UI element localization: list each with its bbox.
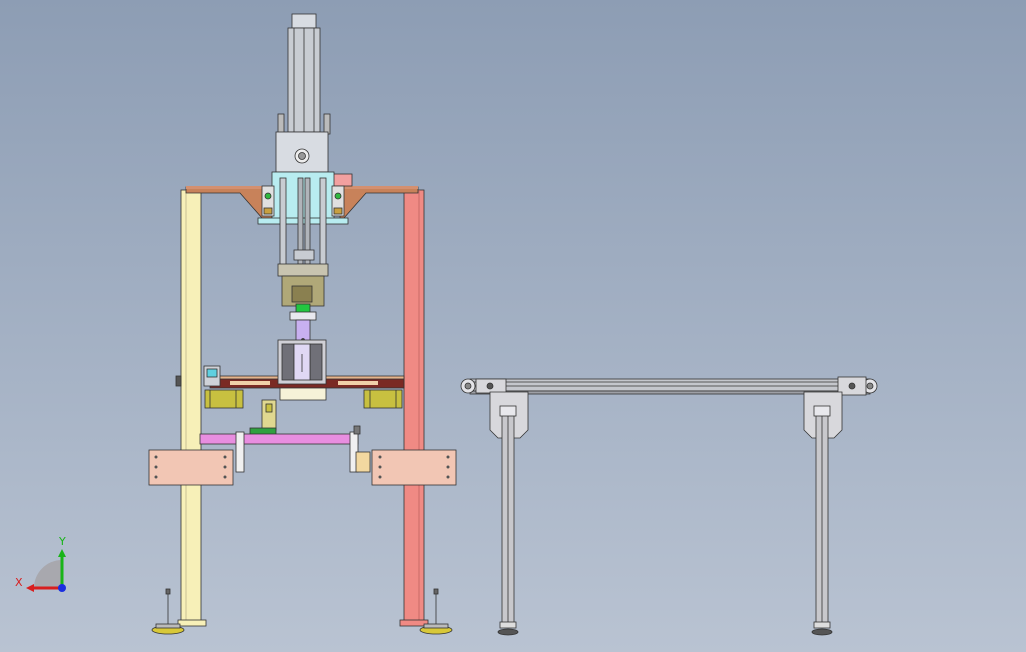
mount-plate-holes (154, 455, 450, 479)
right-column-foot (399, 619, 429, 627)
press-leveling-feet (151, 588, 453, 635)
press-head (277, 263, 329, 277)
z-axis-dot (58, 584, 66, 592)
cylinder-cap (291, 13, 317, 29)
left-mount-plate (148, 449, 234, 486)
x-axis-label: X (15, 576, 23, 589)
left-motor (204, 389, 244, 409)
conveyor-beam (469, 378, 871, 392)
y-axis-label: Y (58, 535, 66, 548)
pink-crossbar (199, 433, 359, 445)
press-frame (148, 173, 457, 627)
air-cylinder-assembly (257, 13, 349, 385)
right-motor (363, 389, 403, 409)
left-column-foot (177, 619, 207, 627)
right-column (403, 189, 425, 623)
belt-conveyor (460, 376, 878, 636)
coordinate-triad: X Y (15, 535, 66, 592)
right-mount-plate (371, 449, 457, 486)
left-column (180, 189, 202, 623)
